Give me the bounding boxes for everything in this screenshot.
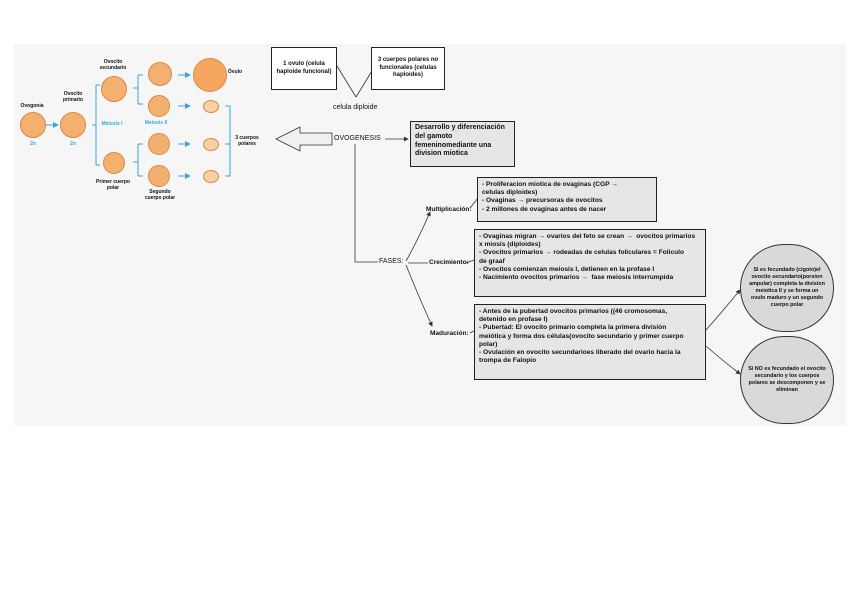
oval-fecundado-text: Si es fecundado (cigoto)el ovocito secun…	[749, 266, 825, 309]
maduracion-box: - Antes de la pubertad ovocitos primario…	[474, 304, 706, 380]
label-2n-2: 2n	[70, 141, 76, 147]
line-multiplicacion-box	[469, 197, 479, 209]
curve-multiplicacion	[405, 211, 431, 262]
curve-maduracion	[405, 264, 433, 327]
multiplicacion-line: - 2 millones de ovaginas antes de nacer	[482, 205, 607, 213]
cell-ovocito-primario	[60, 112, 86, 138]
cell-ovogonia	[20, 112, 46, 138]
crecimiento-line: - Ovocitos comienzan meiosis I, detienen…	[479, 265, 655, 273]
fases-label: FASES:	[379, 258, 404, 265]
ovulo-box: 1 ovulo (celula haploide funcional)	[271, 47, 337, 90]
label-2n-1: 2n	[30, 141, 36, 147]
cell-meiosis2-4	[148, 165, 170, 187]
multiplicacion-box: - Proliferacion miotica de ovaginas (CGP…	[477, 177, 657, 222]
ovogenesis-label: OVOGENESIS	[334, 135, 381, 142]
egg-polar-1	[203, 100, 219, 113]
curve-oval-bottom	[705, 345, 741, 375]
label-segundo-cuerpo-polar: Segundo cuerpo polar	[144, 189, 176, 201]
maduracion-line: meiótica y forma dos células(ovocito sec…	[479, 332, 684, 340]
label-ovulo: Óvulo	[227, 69, 243, 75]
big-left-arrow	[275, 126, 333, 152]
egg-polar-2	[203, 138, 219, 151]
phase-maduracion-label: Maduración:	[430, 330, 469, 337]
definition-box-text: Desarrollo y diferenciación del gamoto f…	[415, 124, 505, 158]
crecimiento-line: - Ovaginas migran → ovarios del feto se …	[479, 233, 696, 240]
label-primer-cuerpo-polar: Primer cuerpo polar	[96, 179, 130, 191]
maduracion-line: - Antes de la pubertad ovocitos primario…	[479, 308, 668, 315]
label-ovogonia: Ovogonia	[20, 103, 44, 109]
line-crecimiento-box	[465, 259, 475, 264]
multiplicacion-line: celulas diploides)	[482, 189, 538, 197]
maduracion-line: trompa de Falopio	[479, 357, 537, 365]
cell-meiosis2-1	[148, 62, 172, 86]
crecimiento-line: de graaf	[479, 257, 505, 265]
connector-to-ovulo	[336, 65, 357, 98]
oval-fecundado: Si es fecundado (cigoto)el ovocito secun…	[740, 244, 834, 332]
bracket-meiosis1	[92, 84, 100, 166]
bracket-meiosis2-bottom	[133, 143, 143, 177]
label-ovocito-secundario: Ovocito secundario	[99, 59, 127, 71]
maduracion-line: - Ovulación en ovocito secundarioes libe…	[479, 349, 681, 357]
maduracion-line: detenido en profase I)	[479, 316, 548, 324]
multiplicacion-line: - Proliferacion miotica de ovaginas (CGP…	[482, 181, 618, 188]
oval-no-fecundado-text: Si NO es fecundado el ovocito secundario…	[748, 365, 826, 394]
celula-diploide-label: celula diploide	[333, 104, 378, 111]
crecimiento-line: - Nacimiento ovocitos primarios → fase m…	[479, 274, 674, 282]
maduracion-line: - Pubertad: El ovocito primario completa…	[479, 324, 667, 332]
crecimiento-line: x miosis (diploides)	[479, 241, 541, 249]
cell-meiosis2-3	[148, 133, 170, 155]
label-meiosis-1: Meiosis I	[101, 121, 123, 127]
definition-box: Desarrollo y diferenciación del gamoto f…	[410, 121, 515, 167]
cell-meiosis2-2	[148, 95, 170, 117]
label-meiosis-2: Meiosis II	[144, 120, 168, 126]
maduracion-line: polar)	[479, 340, 498, 348]
crecimiento-box: - Ovaginas migran → ovarios del feto se …	[474, 229, 706, 297]
cell-ovocito-secundario	[101, 76, 127, 102]
phase-crecimiento-label: Crecimiento:	[429, 259, 469, 266]
phase-multiplicacion-label: Multiplicación:	[426, 206, 472, 213]
bracket-meiosis2-top	[133, 74, 143, 105]
bracket-three-polar	[225, 105, 231, 177]
ovulo-box-text: 1 ovulo (celula haploide funcional)	[276, 61, 332, 75]
curve-oval-top	[705, 289, 741, 331]
label-ovocito-primario: Ovocito primario	[62, 91, 83, 103]
oval-no-fecundado: Si NO es fecundado el ovocito secundario…	[740, 336, 834, 424]
polar-bodies-box-text: 3 cuerpos polares no funcionales (celula…	[377, 57, 439, 79]
egg-polar-3	[203, 170, 219, 183]
crecimiento-line: - Ovocitos primarios → rodeadas de celul…	[479, 249, 685, 257]
multiplicacion-line: - Ovaginas → precursoras de ovocitos	[482, 197, 603, 205]
cell-ovulo	[193, 58, 227, 92]
cell-primer-cuerpo-polar	[103, 152, 125, 174]
label-tres-cuerpos-polares: 3 cuerpos polares	[235, 135, 259, 147]
polar-bodies-box: 3 cuerpos polares no funcionales (celula…	[371, 47, 445, 90]
